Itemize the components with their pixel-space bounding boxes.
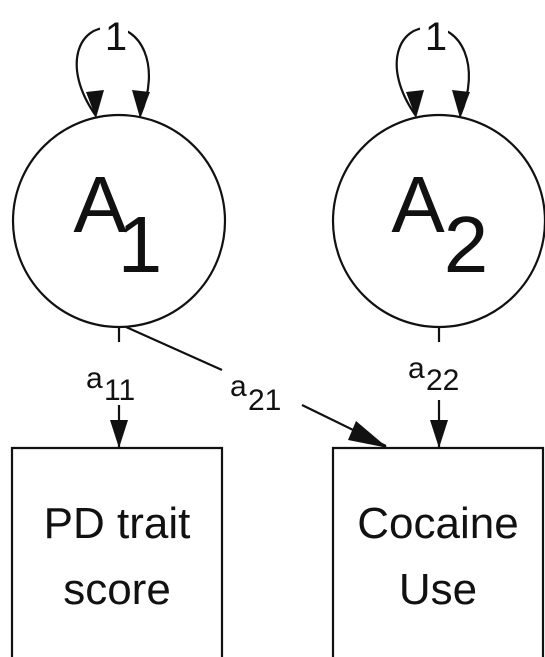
variance-loop-a2-arrow-left xyxy=(406,90,424,118)
factor-a2-group: 1 A 2 xyxy=(331,14,545,329)
latent-subscript-a2: 2 xyxy=(444,200,489,289)
path-a11-arrowhead xyxy=(110,420,128,448)
variance-label-a1: 1 xyxy=(105,15,127,59)
path-a22-subscript: 22 xyxy=(426,364,459,397)
latent-label-a2: A xyxy=(391,160,445,249)
observed-box-cocaine xyxy=(331,446,545,657)
observed-cocaine-use: Cocaine Use xyxy=(331,446,545,657)
path-a22-arrowhead xyxy=(430,420,448,448)
latent-subscript-a1: 1 xyxy=(118,200,163,289)
observed-label-pd-line1: PD trait xyxy=(44,499,191,548)
observed-box-pd xyxy=(10,446,224,657)
observed-pd-trait-score: PD trait score xyxy=(10,446,224,657)
variance-label-a2-bg xyxy=(420,14,448,54)
path-a21-letter: a xyxy=(230,370,247,403)
latent-label-a1: A xyxy=(73,160,127,249)
variance-loop-a1-arrow-right xyxy=(132,90,150,118)
path-a11-subscript: 11 xyxy=(104,374,135,407)
observed-label-cocaine-line1: Cocaine xyxy=(357,499,518,548)
path-a21-upper xyxy=(125,325,223,372)
path-a22-letter: a xyxy=(408,352,425,385)
variance-label-a2: 1 xyxy=(425,15,447,59)
variance-label-a1-bg xyxy=(100,14,128,54)
path-a11-letter: a xyxy=(86,362,103,395)
path-a21-subscript: 21 xyxy=(248,384,281,417)
variance-loop-a1-arrow-left xyxy=(86,90,104,118)
variance-loop-a2-arrow-right xyxy=(452,90,470,118)
observed-label-cocaine-line2: Use xyxy=(399,565,477,614)
factor-a1-group: 1 A 1 xyxy=(11,14,227,329)
path-a21-arrowhead xyxy=(348,421,388,448)
observed-label-pd-line2: score xyxy=(63,565,171,614)
